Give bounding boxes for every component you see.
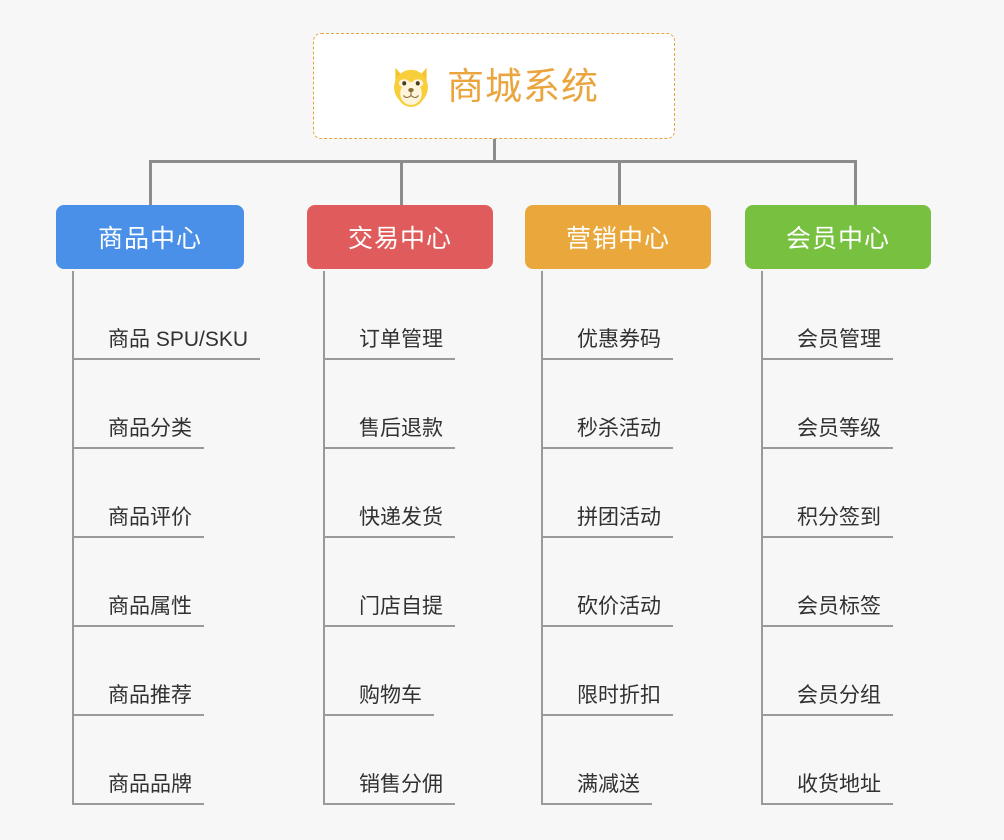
- leaf-item-label: 商品品牌: [74, 772, 204, 805]
- connector-root-stem: [493, 139, 496, 162]
- category-title: 会员中心: [785, 225, 890, 253]
- leaf-item[interactable]: 拼团活动: [543, 449, 673, 538]
- leaf-item[interactable]: 商品品牌: [74, 716, 204, 805]
- leaf-item[interactable]: 商品推荐: [74, 627, 204, 716]
- leaf-item[interactable]: 商品分类: [74, 360, 204, 449]
- leaf-item-label: 满减送: [543, 772, 652, 805]
- leaf-item-label: 会员等级: [763, 416, 893, 449]
- leaf-item[interactable]: 会员等级: [763, 360, 893, 449]
- leaf-item-label: 优惠券码: [543, 327, 673, 360]
- connector-drop-3: [618, 160, 621, 205]
- leaf-item-label: 订单管理: [325, 327, 455, 360]
- leaf-item[interactable]: 售后退款: [325, 360, 455, 449]
- leaf-item[interactable]: 优惠券码: [543, 271, 673, 360]
- leaf-item-label: 商品属性: [74, 594, 204, 627]
- leaf-item-label: 秒杀活动: [543, 416, 673, 449]
- leaf-item-label: 商品推荐: [74, 683, 204, 716]
- leaf-item[interactable]: 商品 SPU/SKU: [74, 271, 261, 360]
- connector-horizontal-bus: [149, 160, 857, 163]
- leaf-item[interactable]: 满减送: [543, 716, 652, 805]
- leaf-item-label: 商品分类: [74, 416, 204, 449]
- connector-drop-1: [149, 160, 152, 205]
- leaf-item-label: 限时折扣: [543, 683, 673, 716]
- leaf-spine: [541, 271, 543, 805]
- leaf-item[interactable]: 秒杀活动: [543, 360, 673, 449]
- leaf-item[interactable]: 收货地址: [763, 716, 893, 805]
- root-node-mall-system[interactable]: 商城系统: [313, 33, 675, 139]
- leaf-spine: [323, 271, 325, 805]
- category-box-marketing-center[interactable]: 营销中心: [525, 205, 711, 269]
- leaf-item[interactable]: 快递发货: [325, 449, 455, 538]
- category-box-member-center[interactable]: 会员中心: [745, 205, 931, 269]
- leaf-item[interactable]: 限时折扣: [543, 627, 673, 716]
- leaf-item-label: 会员标签: [763, 594, 893, 627]
- leaf-item[interactable]: 购物车: [325, 627, 434, 716]
- leaf-item-label: 积分签到: [763, 505, 893, 538]
- connector-drop-2: [400, 160, 403, 205]
- leaf-item-label: 会员管理: [763, 327, 893, 360]
- leaf-item-label: 砍价活动: [543, 594, 673, 627]
- leaf-item-label: 拼团活动: [543, 505, 673, 538]
- leaf-item-label: 购物车: [325, 683, 434, 716]
- leaf-item[interactable]: 砍价活动: [543, 538, 673, 627]
- leaf-item-label: 销售分佣: [325, 772, 455, 805]
- category-box-product-center[interactable]: 商品中心: [56, 205, 244, 269]
- leaf-item[interactable]: 订单管理: [325, 271, 455, 360]
- leaf-item-label: 售后退款: [325, 416, 455, 449]
- leaf-item-label: 快递发货: [325, 505, 455, 538]
- category-title: 交易中心: [347, 225, 452, 253]
- leaf-item-label: 收货地址: [763, 772, 893, 805]
- leaf-item[interactable]: 销售分佣: [325, 716, 455, 805]
- leaf-item-label: 门店自提: [325, 594, 455, 627]
- category-box-trade-center[interactable]: 交易中心: [307, 205, 493, 269]
- leaf-item[interactable]: 商品评价: [74, 449, 204, 538]
- leaf-item-label: 会员分组: [763, 683, 893, 716]
- leaf-item[interactable]: 会员标签: [763, 538, 893, 627]
- leaf-item[interactable]: 会员管理: [763, 271, 893, 360]
- leaf-item-label: 商品 SPU/SKU: [74, 327, 261, 360]
- root-node-title: 商城系统: [447, 65, 599, 107]
- category-title: 商品中心: [97, 225, 202, 253]
- leaf-spine: [761, 271, 763, 805]
- leaf-item[interactable]: 商品属性: [74, 538, 204, 627]
- leaf-item-label: 商品评价: [74, 505, 204, 538]
- leaf-item[interactable]: 积分签到: [763, 449, 893, 538]
- dog-face-icon: [394, 67, 428, 107]
- category-title: 营销中心: [565, 225, 670, 253]
- leaf-spine: [72, 271, 74, 805]
- leaf-item[interactable]: 门店自提: [325, 538, 455, 627]
- leaf-item[interactable]: 会员分组: [763, 627, 893, 716]
- connector-drop-4: [854, 160, 857, 205]
